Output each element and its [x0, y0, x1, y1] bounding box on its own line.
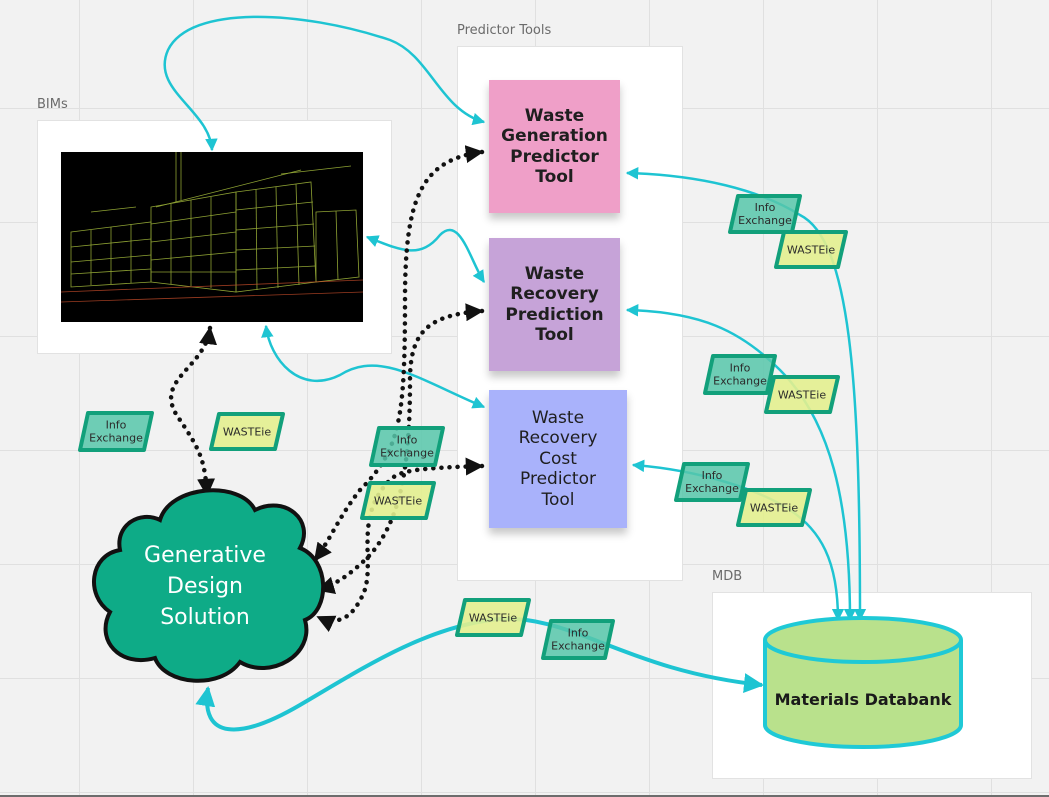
wasteie-label: WASTEie: [374, 495, 423, 508]
info-exchange-label: Info: [702, 469, 723, 482]
wasteie-tag-top[interactable]: WASTEie: [774, 230, 848, 269]
connector-waste-recovery-to-mdb[interactable]: [625, 304, 857, 622]
canvas-bottom-divider: [0, 795, 1049, 797]
wasteie-label: WASTEie: [469, 612, 518, 625]
bims-frame-label: BIMs: [37, 97, 68, 112]
connector-bims-to-waste-recovery[interactable]: [365, 228, 486, 284]
dotted-connectors: [168, 145, 485, 633]
building-wireframe-image[interactable]: [61, 152, 363, 322]
predictor-tools-frame-label: Predictor Tools: [457, 23, 552, 38]
waste-generation-predictor-tool[interactable]: Waste Generation Predictor Tool: [489, 80, 620, 213]
connector-waste-generation-to-mdb[interactable]: [625, 167, 867, 622]
wasteie-tag-center[interactable]: WASTEie: [360, 481, 436, 520]
wasteie-tag-mid[interactable]: WASTEie: [764, 375, 840, 414]
generative-design-cloud[interactable]: [92, 488, 326, 683]
info-exchange-label: Exchange: [685, 482, 739, 495]
waste-recovery-cost-predictor-tool[interactable]: Waste Recovery Cost Predictor Tool: [489, 390, 627, 528]
wasteie-tag-legend[interactable]: WASTEie: [209, 412, 285, 451]
connector-gds-to-mdb[interactable]: [195, 616, 764, 732]
info-exchange-label: Exchange: [738, 214, 792, 227]
info-exchange-label: Info: [730, 362, 751, 375]
wasteie-label: WASTEie: [223, 426, 272, 439]
info-exchange-label: Info: [397, 434, 418, 447]
info-exchange-label: Exchange: [89, 432, 143, 445]
connector-bims-to-waste-generation[interactable]: [163, 15, 486, 152]
info-exchange-label: Exchange: [380, 447, 434, 460]
wasteie-tag-bottom[interactable]: WASTEie: [455, 598, 531, 637]
dotted-bims-to-gds[interactable]: [168, 325, 218, 498]
generative-design-label: Generative Design Solution: [144, 543, 266, 630]
wasteie-label: WASTEie: [778, 389, 827, 402]
info-exchange-label: Info: [755, 201, 776, 214]
waste-recovery-prediction-tool[interactable]: Waste Recovery Prediction Tool: [489, 238, 620, 371]
wasteie-label: WASTEie: [750, 502, 799, 515]
info-exchange-label: Info: [568, 627, 589, 640]
materials-databank-label: Materials Databank: [774, 690, 952, 709]
connector-bims-to-waste-cost[interactable]: [261, 324, 486, 409]
dotted-waste-cost-to-gds[interactable]: [315, 457, 485, 633]
wasteie-label: WASTEie: [787, 244, 836, 257]
info-exchange-label: Exchange: [551, 640, 605, 653]
info-exchange-label: Info: [106, 419, 127, 432]
wasteie-tag-lower[interactable]: WASTEie: [736, 488, 812, 527]
materials-databank-cylinder[interactable]: [763, 616, 963, 749]
info-exchange-label: Exchange: [713, 375, 767, 388]
